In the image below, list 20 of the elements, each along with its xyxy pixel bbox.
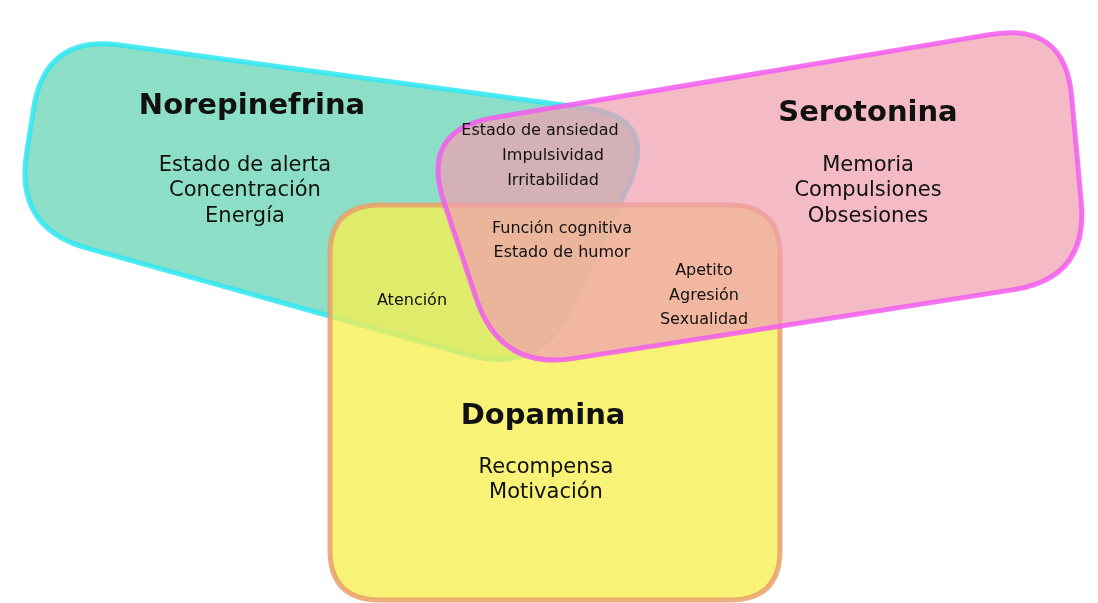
overlap-item: Irritabilidad	[507, 171, 599, 190]
overlap-item: Estado de humor	[493, 243, 631, 262]
region-item: Recompensa	[478, 454, 614, 479]
overlap-item: Agresión	[669, 286, 739, 305]
overlap-item: Apetito	[675, 261, 733, 280]
region-item: Estado de alerta	[158, 152, 332, 177]
region-item: Energía	[205, 203, 285, 228]
overlap-item: Estado de ansiedad	[461, 121, 619, 140]
region-item: Obsesiones	[807, 203, 929, 228]
overlap-item: Sexualidad	[659, 310, 749, 329]
overlap-item: Impulsividad	[502, 146, 604, 165]
region-title: Serotonina	[778, 95, 958, 129]
region-item: Compulsiones	[794, 177, 942, 202]
region-title: Dopamina	[460, 398, 626, 432]
region-title: Norepinefrina	[138, 88, 366, 122]
overlap-item: Función cognitiva	[491, 219, 633, 238]
region-item: Memoria	[822, 152, 914, 177]
region-item: Motivación	[489, 479, 603, 504]
region-item: Concentración	[169, 177, 321, 202]
overlap-item: Atención	[376, 291, 448, 310]
